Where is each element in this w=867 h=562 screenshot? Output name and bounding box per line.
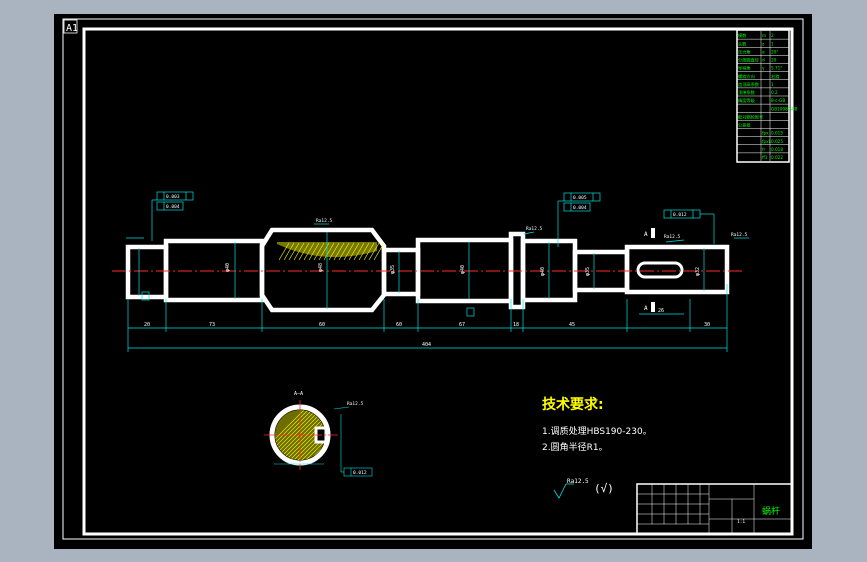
svg-text:A—A: A—A — [294, 391, 303, 397]
svg-text:φ48: φ48 — [318, 263, 324, 272]
sheet-size-box — [63, 19, 78, 34]
param-cell: 0.015 — [771, 131, 783, 136]
svg-text:45: 45 — [569, 322, 575, 328]
scale-value: 1:1 — [737, 519, 745, 525]
param-cell: 模数 — [738, 32, 747, 39]
param-cell: 头数 — [738, 40, 747, 47]
param-cell: 压力角 — [738, 48, 751, 55]
param-cell: 0.018 — [771, 147, 783, 152]
svg-text:Ra12.5: Ra12.5 — [731, 232, 748, 238]
param-cell: 2 — [771, 33, 774, 38]
param-cell: 0.2 — [771, 90, 778, 95]
svg-text:Ra12.5: Ra12.5 — [316, 218, 333, 224]
technical-requirements: 技术要求: 1.调质处理HBS190-230。 2.圆角半径R1。 — [542, 396, 652, 453]
param-cell: 20 — [771, 58, 777, 63]
svg-text:60: 60 — [396, 322, 402, 328]
param-cell: z — [762, 41, 765, 46]
param-cell: 8-c-GB — [771, 98, 785, 103]
svg-text:A: A — [644, 231, 648, 238]
svg-text:φ40: φ40 — [540, 267, 546, 276]
svg-text:30: 30 — [704, 322, 710, 328]
svg-text:26: 26 — [658, 308, 664, 314]
svg-text:0.005: 0.005 — [573, 195, 587, 201]
svg-text:73: 73 — [209, 322, 215, 328]
param-cell: 导程角 — [738, 65, 751, 72]
param-cell: 顶隙系数 — [738, 89, 756, 96]
param-cell: 精度等级 — [738, 97, 756, 104]
svg-text:Ra12.5: Ra12.5 — [664, 234, 681, 240]
dimension-values: 20 73 60 60 67 18 45 26 30 404 — [144, 308, 710, 348]
section-cut-markers: A A — [644, 228, 655, 312]
svg-text:φ35: φ35 — [585, 267, 591, 276]
sheet-inner-border — [82, 27, 794, 536]
svg-text:A: A — [644, 305, 648, 312]
worm-hatch — [277, 242, 385, 261]
param-cell: 分度圆直径 — [738, 57, 759, 64]
svg-text:φ40: φ40 — [225, 263, 231, 272]
param-cell: 1 — [771, 41, 774, 46]
param-cell: fpxL — [762, 139, 772, 144]
svg-text:φ32: φ32 — [695, 267, 701, 276]
param-cell: 齿顶高系数 — [738, 81, 760, 88]
keyway-slot — [636, 261, 684, 279]
param-cell: 5.71° — [771, 66, 782, 71]
diameter-labels: φ40 φ48 φ35 φ40 φ40 φ35 φ32 — [225, 263, 701, 276]
param-cell: γ — [762, 66, 765, 71]
tech-req-item-1: 1.调质处理HBS190-230。 — [542, 425, 652, 437]
general-roughness-note: Ra12.5 (√) — [553, 478, 614, 499]
param-cell: 1 — [771, 82, 774, 87]
param-cell: fr — [762, 147, 765, 152]
svg-text:60: 60 — [319, 322, 325, 328]
svg-text:404: 404 — [422, 342, 431, 348]
sheet-size-label: A1 — [66, 23, 78, 34]
svg-text:φ40: φ40 — [460, 265, 466, 274]
tolerance-values: 0.003 0.004 0.005 0.004 0.012 Ra12.5 Ra1… — [166, 194, 748, 240]
param-cell: 配对蜗轮图号 — [738, 113, 763, 120]
part-name: 蜗杆 — [762, 505, 780, 517]
svg-text:0.004: 0.004 — [573, 205, 587, 211]
svg-text:18: 18 — [513, 322, 519, 328]
tolerance-frames — [126, 191, 749, 317]
svg-text:Ra12.5: Ra12.5 — [567, 478, 589, 485]
svg-text:20: 20 — [144, 322, 150, 328]
param-cell: 0.025 — [771, 139, 783, 144]
param-cell: GB10089-88 — [771, 106, 798, 111]
internal-dimension-lines — [138, 232, 705, 309]
tech-req-item-2: 2.圆角半径R1。 — [542, 441, 608, 453]
param-cell: d — [762, 58, 765, 63]
param-cell: 螺旋方向 — [738, 73, 755, 80]
sheet-outer-frame — [62, 18, 804, 540]
svg-text:67: 67 — [459, 322, 465, 328]
svg-text:0.012: 0.012 — [673, 212, 687, 218]
title-block: 蜗杆 1:1 — [636, 483, 793, 535]
svg-text:Ra12.5: Ra12.5 — [347, 401, 364, 407]
param-cell: ff1 — [762, 155, 768, 160]
param-cell: 右旋 — [771, 73, 780, 80]
param-cell: α — [762, 49, 765, 54]
svg-text:0.012: 0.012 — [353, 470, 367, 476]
param-cell: 0.022 — [771, 155, 783, 160]
section-a-a: A—A 0.012 Ra12.5 — [264, 391, 373, 477]
svg-text:Ra12.5: Ra12.5 — [526, 226, 543, 232]
param-cell: 公差组 — [738, 122, 751, 128]
param-cell: 20° — [771, 49, 778, 54]
dimension-chain — [127, 284, 728, 352]
svg-text:(√): (√) — [594, 482, 614, 495]
svg-text:φ35: φ35 — [390, 265, 396, 274]
param-cell: fpx — [762, 131, 769, 136]
tech-req-title: 技术要求: — [542, 396, 604, 413]
svg-text:0.003: 0.003 — [166, 194, 180, 200]
svg-text:0.004: 0.004 — [166, 204, 180, 210]
param-cell: m — [762, 33, 766, 38]
